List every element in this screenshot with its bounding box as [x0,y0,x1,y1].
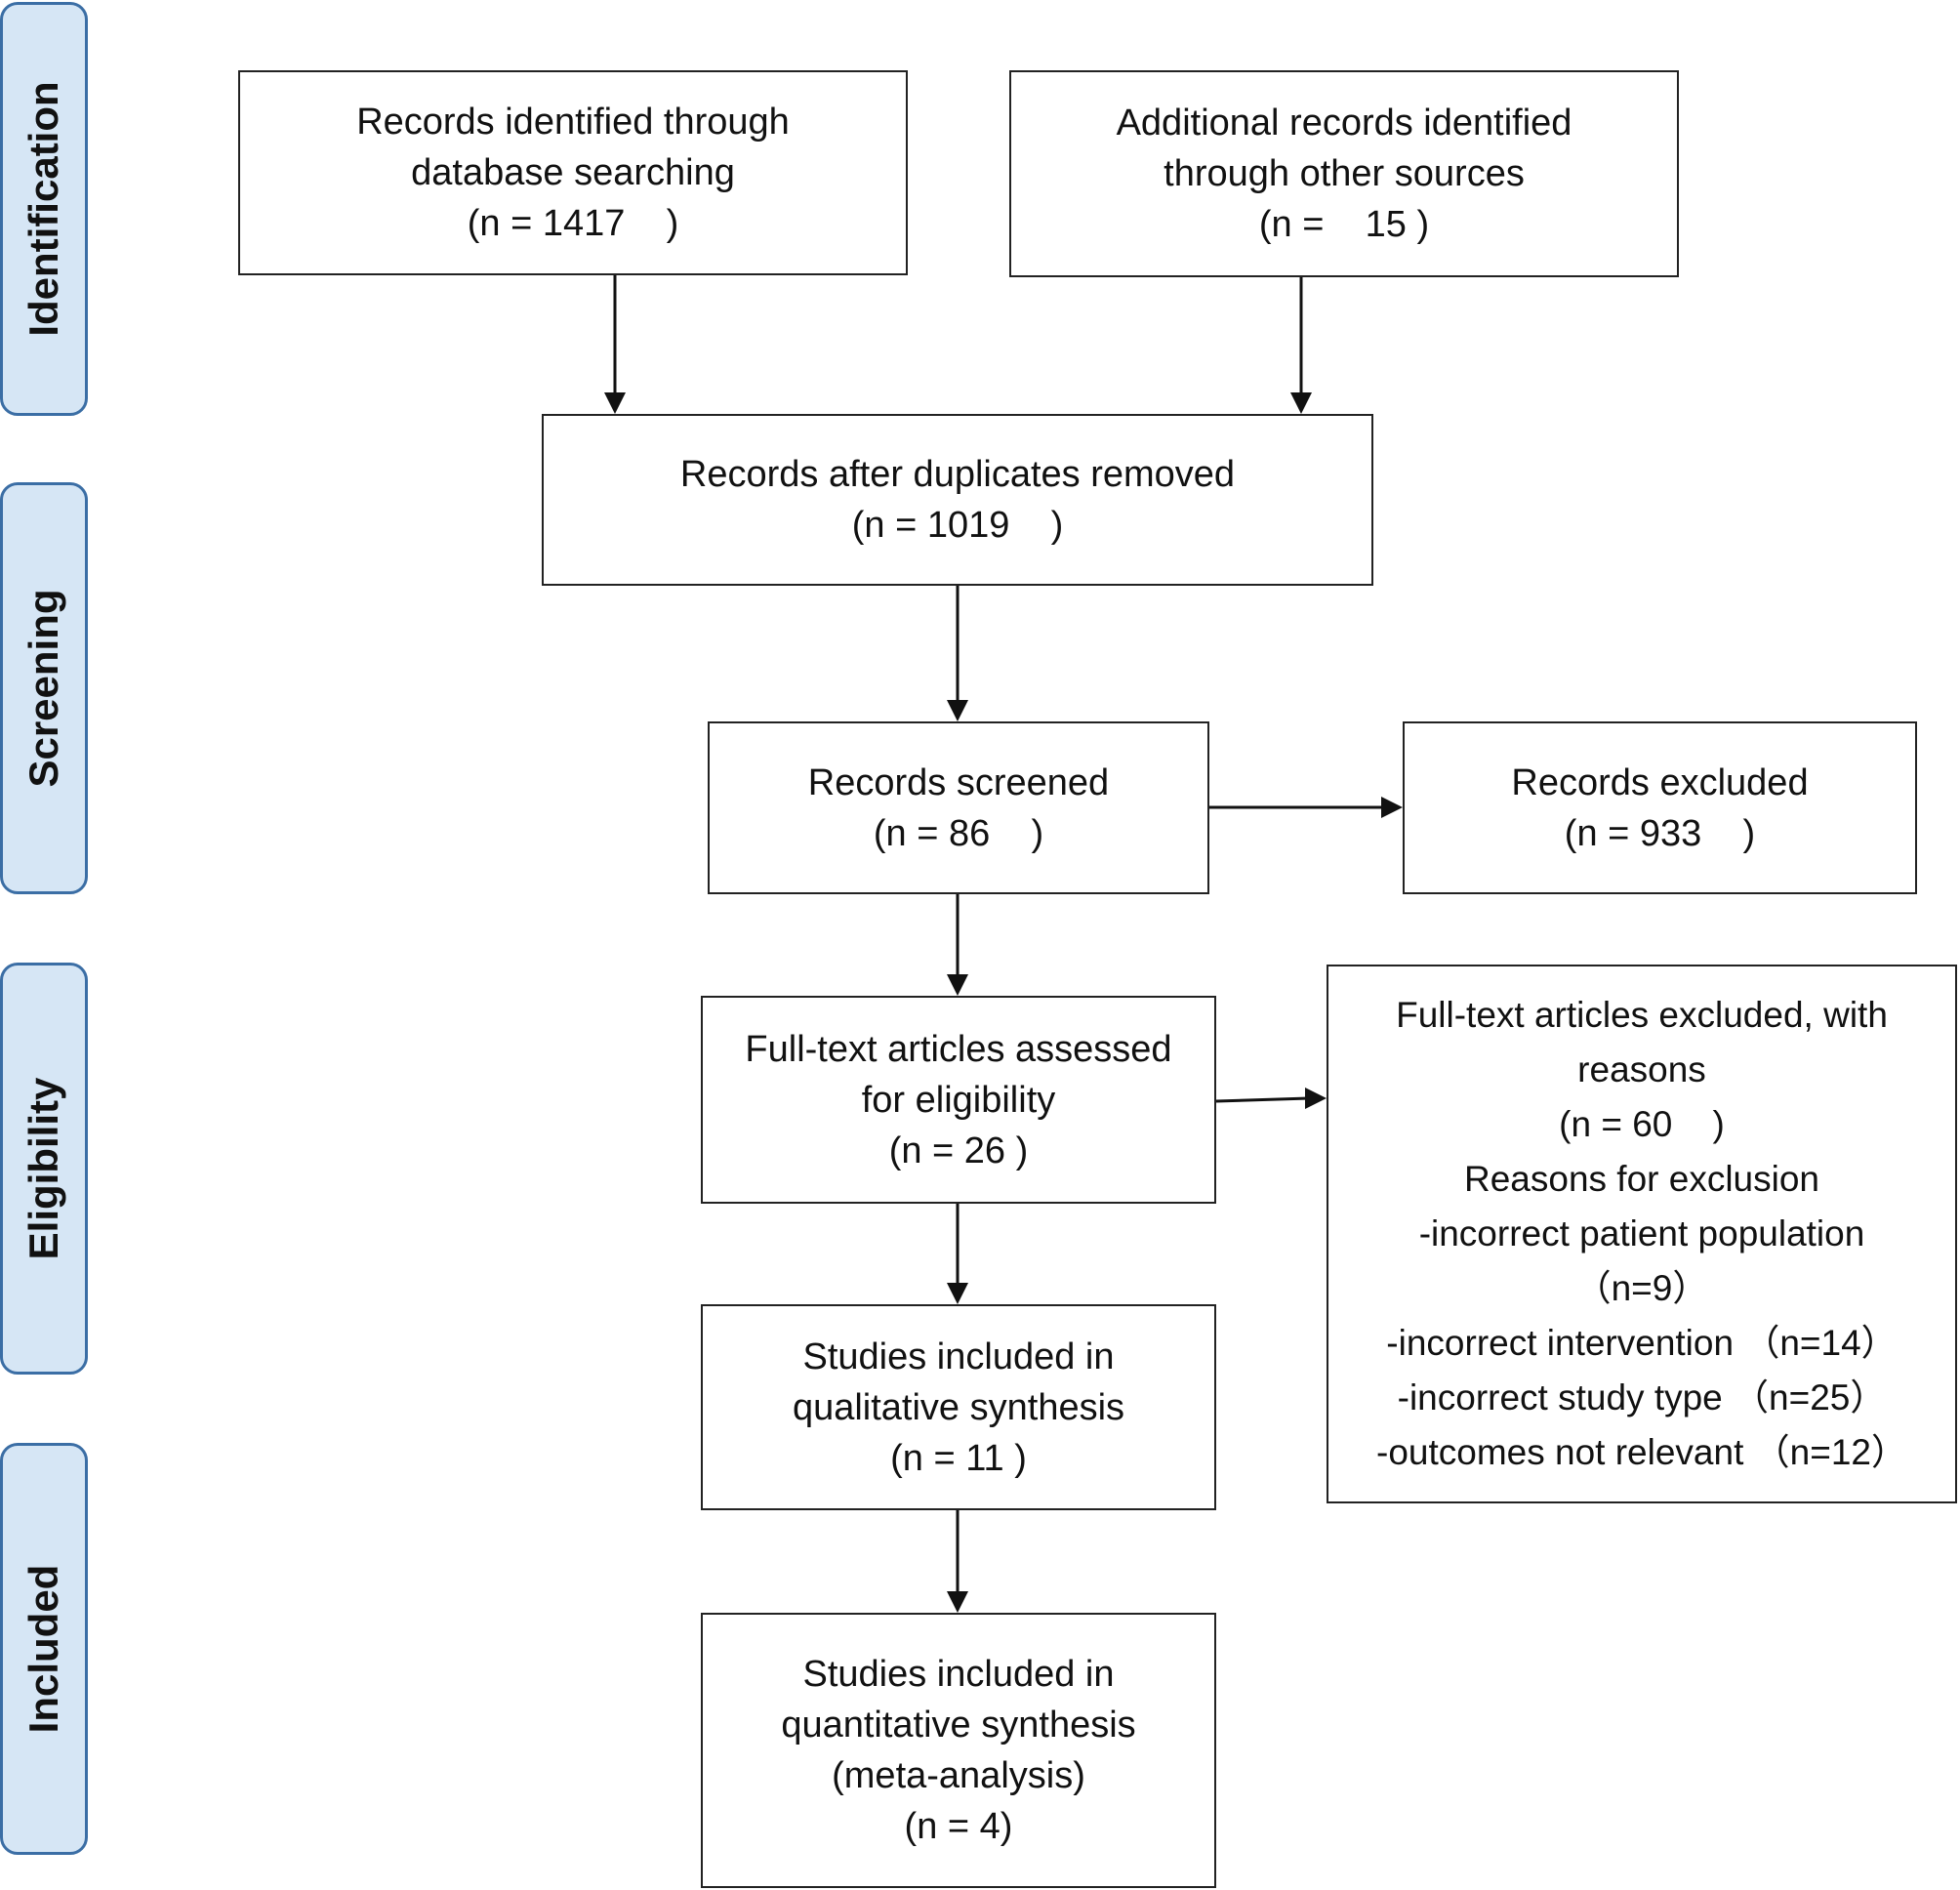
arrowhead-other-to-duplicates [1290,392,1312,414]
exclusion-reason-intervention: -incorrect intervention （n=14） [1386,1323,1898,1363]
other-sources-line-1: Additional records identified [1116,103,1572,144]
stage-eligibility-tab: Eligibility [0,963,88,1375]
records-excluded-line-1: Records excluded [1511,761,1809,803]
arrowhead-screened-to-excluded [1381,797,1403,818]
arrowhead-fulltext-to-qualitative [947,1283,968,1304]
qualitative-synthesis-line-1: Studies included in [802,1335,1115,1377]
stage-eligibility-label: Eligibility [20,1077,66,1260]
fulltext-assessed-count: (n = 26 ) [888,1130,1029,1171]
duplicates-removed-count: (n = 1019 ) [851,505,1064,546]
arrowhead-fulltext-to-excluded [1305,1088,1327,1109]
quantitative-synthesis-box: Studies included in quantitative synthes… [701,1613,1216,1888]
other-sources-box: Additional records identified through ot… [1009,70,1679,277]
stage-identification-tab: Identification [0,2,88,416]
stage-identification-label: Identification [20,81,66,337]
records-excluded-count: (n = 933 ) [1564,812,1756,854]
fulltext-assessed-line-2: for eligibility [861,1079,1056,1121]
fulltext-excluded-line-1: Full-text articles excluded, with [1396,995,1888,1035]
fulltext-assessed-line-1: Full-text articles assessed [745,1028,1172,1070]
other-sources-count: (n = 15 ) [1258,204,1430,245]
arrowhead-database-to-duplicates [604,392,626,414]
qualitative-synthesis-count: (n = 11 ) [890,1437,1027,1479]
stage-included-tab: Included [0,1443,88,1855]
quantitative-synthesis-line-2: quantitative synthesis [781,1705,1136,1746]
database-records-box: Records identified through database sear… [238,70,908,275]
database-records-line-1: Records identified through [356,102,790,143]
exclusion-reason-outcomes: -outcomes not relevant （n=12） [1376,1432,1907,1472]
exclusion-reason-study-type: -incorrect study type （n=25） [1397,1377,1887,1418]
exclusion-reasons-heading: Reasons for exclusion [1463,1159,1820,1199]
exclusion-reason-population: -incorrect patient population [1418,1213,1865,1253]
records-excluded-box: Records excluded (n = 933 ) [1403,721,1917,894]
quantitative-synthesis-line-1: Studies included in [802,1654,1115,1695]
stage-included-label: Included [20,1564,66,1734]
fulltext-excluded-line-2: reasons [1577,1049,1706,1089]
duplicates-removed-line-1: Records after duplicates removed [679,454,1236,495]
stage-screening-tab: Screening [0,482,88,894]
arrowhead-screened-to-fulltext [947,974,968,996]
other-sources-line-2: through other sources [1164,153,1525,194]
quantitative-synthesis-count: (n = 4) [904,1806,1013,1847]
qualitative-synthesis-line-2: qualitative synthesis [792,1386,1125,1428]
fulltext-excluded-count: (n = 60 ) [1559,1104,1725,1144]
exclusion-reason-population-count: （n=9） [1574,1268,1709,1308]
database-records-count: (n = 1417 ) [467,203,679,244]
arrowhead-duplicates-to-screened [947,700,968,721]
fulltext-excluded-box: Full-text articles excluded, with reason… [1327,965,1957,1503]
records-screened-box: Records screened (n = 86 ) [708,721,1209,894]
fulltext-assessed-box: Full-text articles assessed for eligibil… [701,996,1216,1204]
quantitative-synthesis-line-3: (meta-analysis) [832,1755,1085,1796]
records-screened-line-1: Records screened [807,761,1110,803]
arrow-fulltext-to-excluded [1215,1096,1310,1103]
records-screened-count: (n = 86 ) [873,812,1044,854]
arrowhead-qualitative-to-quantitative [947,1591,968,1613]
qualitative-synthesis-box: Studies included in qualitative synthesi… [701,1304,1216,1510]
stage-screening-label: Screening [20,589,66,788]
database-records-line-2: database searching [411,152,735,193]
duplicates-removed-box: Records after duplicates removed (n = 10… [542,414,1373,586]
